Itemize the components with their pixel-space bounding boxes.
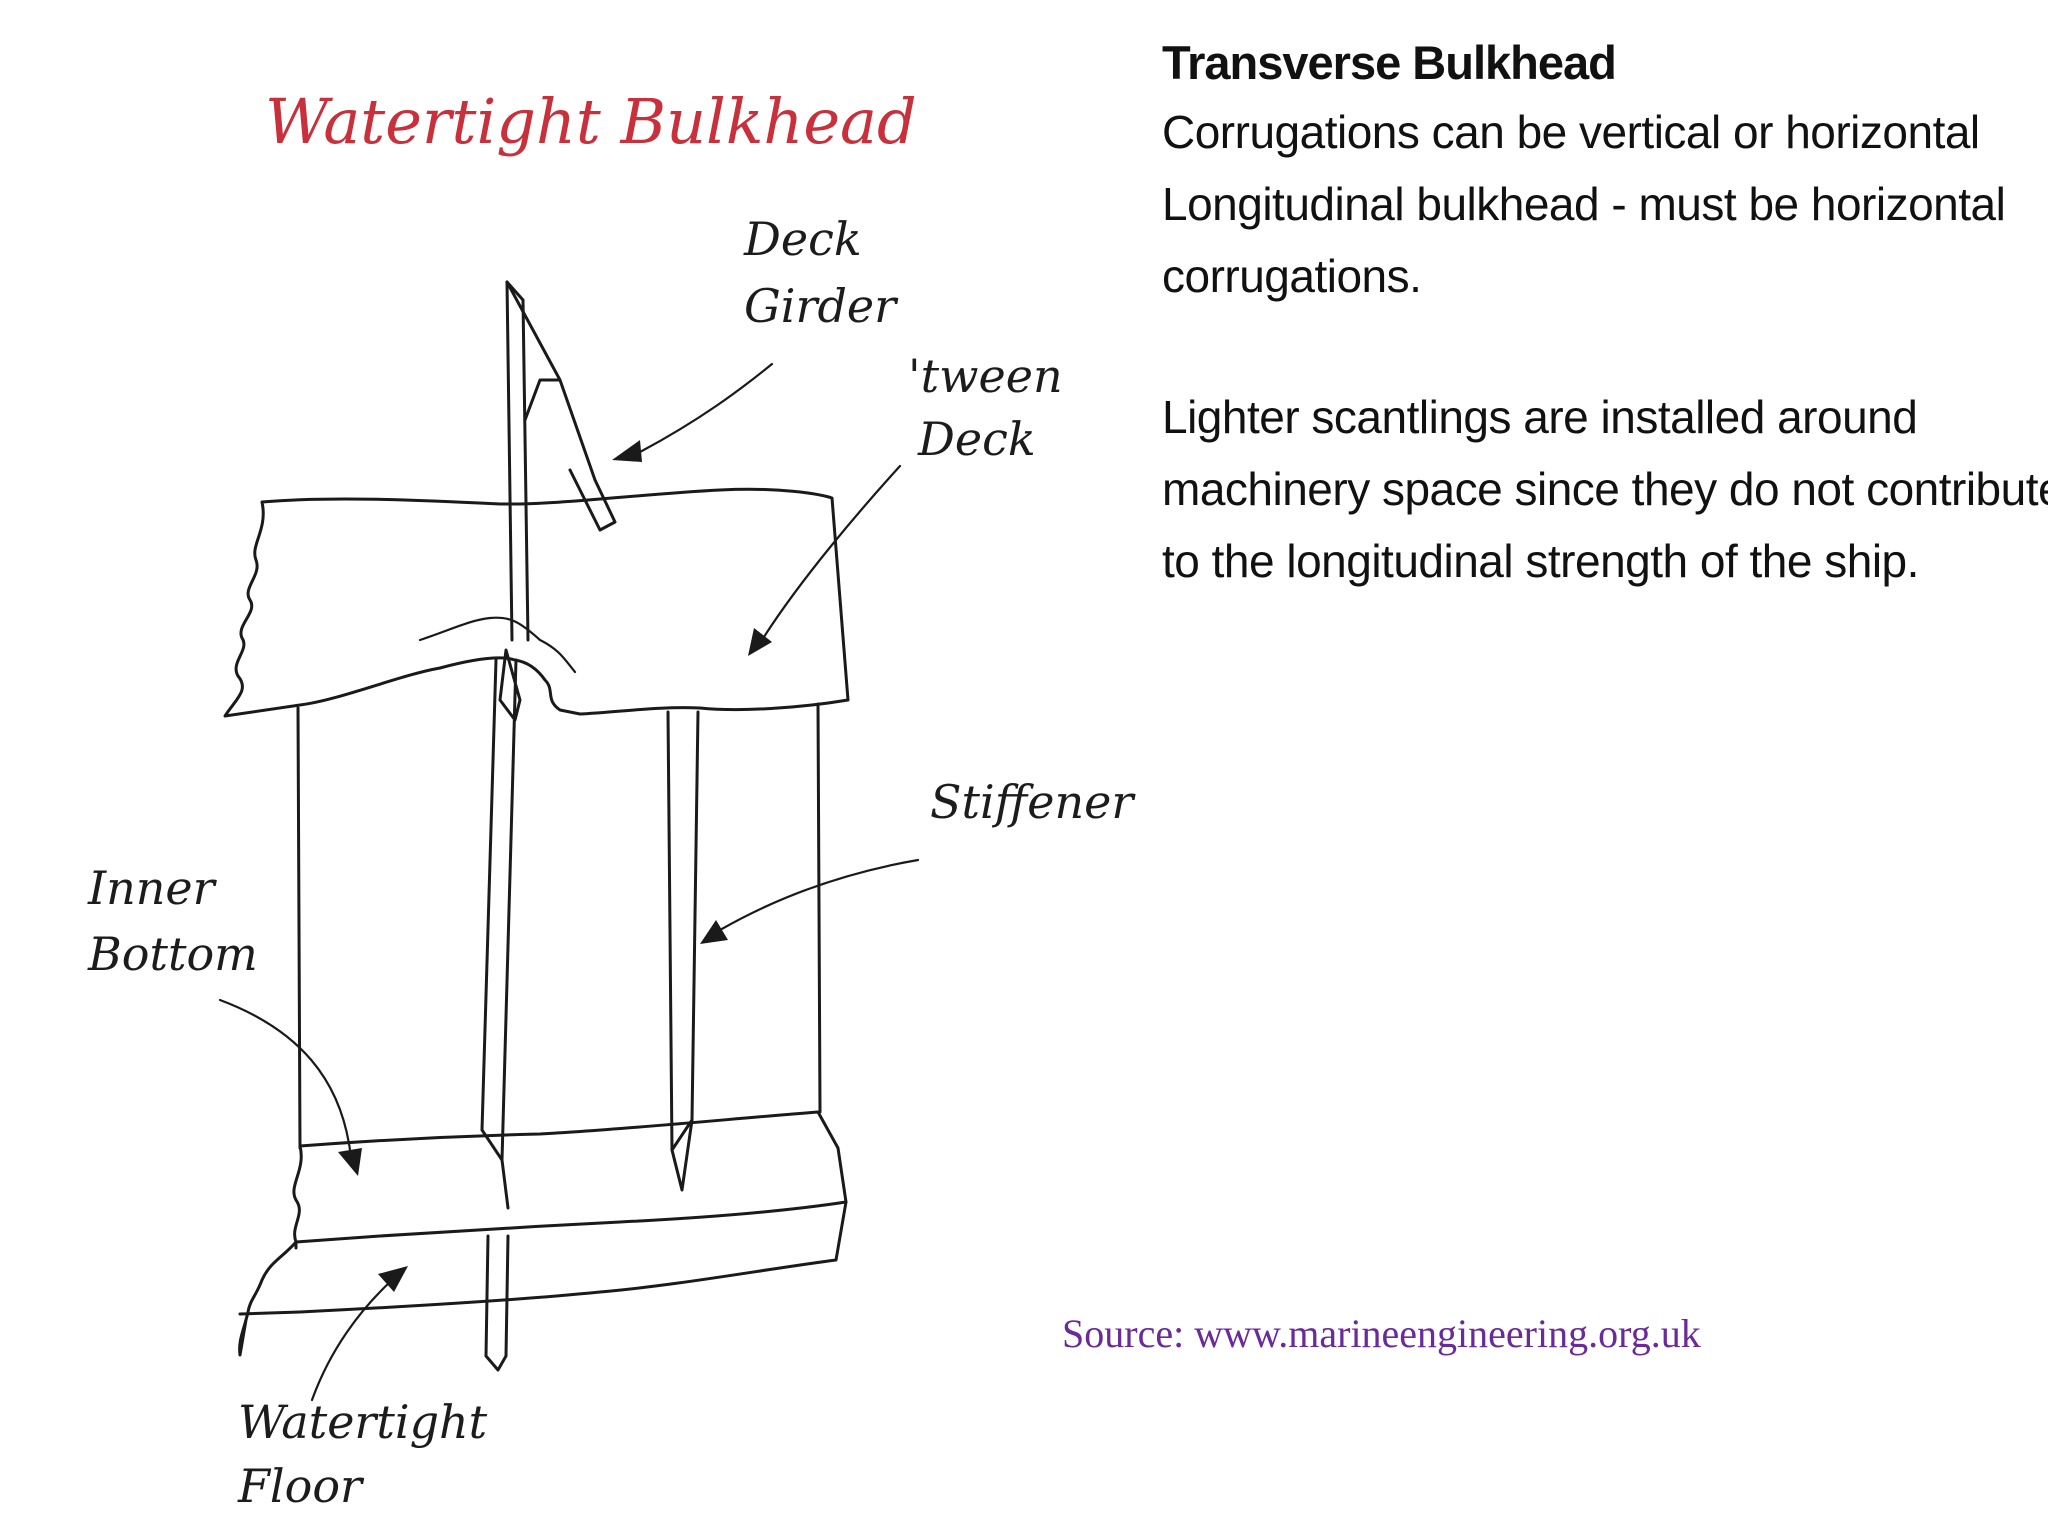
deck-break-line [418, 616, 577, 674]
notes-panel: Transverse Bulkhead Corrugations can be … [1162, 30, 2048, 597]
notes-line: Longitudinal bulkhead - must be horizont… [1162, 178, 2006, 230]
deck-girder [505, 280, 617, 642]
notes-heading: Transverse Bulkhead [1162, 36, 1617, 89]
bulkhead-diagram: Watertight Bulkhead [87, 85, 1136, 1513]
label-inner-bottom-line1: Inner [87, 861, 218, 915]
source-citation: Source: www.marineengineering.org.uk [1062, 1311, 1701, 1356]
label-watertight-floor-line2: Floor [237, 1459, 365, 1513]
tween-deck-arrow [760, 464, 902, 642]
label-inner-bottom-line2: Bottom [87, 927, 258, 981]
notes-line: Lighter scantlings are installed around [1162, 391, 1918, 443]
label-stiffener: Stiffener [930, 775, 1136, 829]
stiffener-right [666, 710, 700, 1192]
inner-bottom-plate [292, 1110, 848, 1244]
notes-line: Corrugations can be vertical or horizont… [1162, 106, 1980, 158]
stiffener-arrow [718, 858, 920, 932]
bulkhead-right-edge [816, 702, 822, 1114]
bulkhead-left-edge [296, 706, 302, 1150]
stiffener-left [480, 648, 522, 1210]
watertight-floor-plate [238, 1200, 848, 1357]
girder-vertical-flange [505, 280, 530, 642]
notes-line: machinery space since they do not contri… [1162, 463, 2048, 515]
label-tween-deck-line1: 'tween [908, 349, 1063, 403]
stiffener-arrowhead [700, 920, 728, 944]
label-deck-girder-line2: Girder [744, 279, 899, 333]
watertight-floor-web [484, 1234, 510, 1372]
notes-line: corrugations. [1162, 250, 1422, 302]
inner-bottom-arrow [218, 998, 352, 1152]
label-deck-girder-line1: Deck [743, 212, 862, 266]
watertight-floor-arrowhead [378, 1266, 408, 1292]
tween-deck-arrowhead [748, 628, 772, 656]
inner-bottom-arrowhead [338, 1148, 362, 1176]
notes-line: to the longitudinal strength of the ship… [1162, 535, 1919, 587]
watertight-floor-arrow [310, 1280, 392, 1402]
notes-spacer [1162, 312, 2042, 381]
label-tween-deck-line2: Deck [917, 412, 1036, 466]
label-watertight-floor-line1: Watertight [238, 1395, 488, 1449]
diagram-title: Watertight Bulkhead [265, 85, 917, 158]
deck-girder-arrowhead [612, 440, 642, 462]
tween-deck-plate [223, 487, 850, 718]
deck-girder-arrow [638, 362, 774, 454]
